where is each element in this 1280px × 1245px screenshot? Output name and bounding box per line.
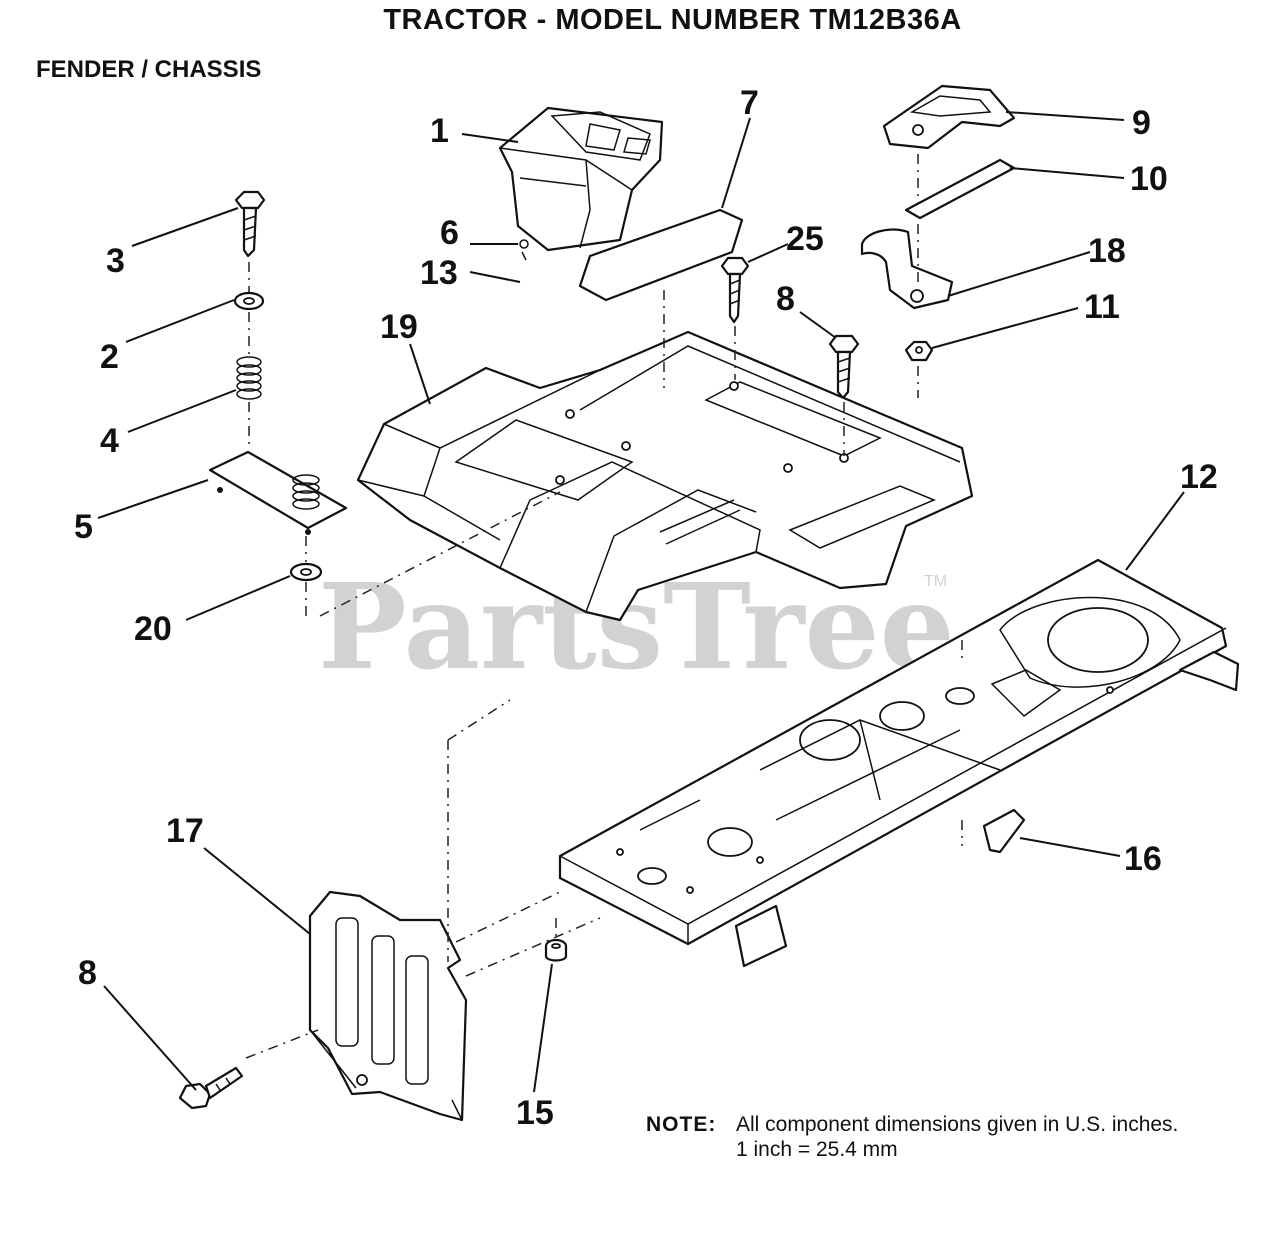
part-bracket [860,228,954,310]
callout-7: 7 [740,84,759,122]
part-plate [904,158,1016,220]
callout-4: 4 [100,422,119,460]
callout-1: 1 [430,112,449,150]
callout-16: 16 [1124,840,1162,878]
callout-15: 15 [516,1094,554,1132]
callout-17: 17 [166,812,204,850]
page-title: TRACTOR - MODEL NUMBER TM12B36A [383,4,962,36]
part-nut [904,340,934,362]
part-bracket [982,808,1026,854]
callout-10: 10 [1130,160,1168,198]
note-line-2: 1 inch = 25.4 mm [736,1138,898,1161]
part-front-plate [308,890,468,1122]
part-washer [289,562,323,582]
part-spring [236,356,262,400]
part-bolt [178,1066,244,1110]
callouts: 1 7 9 10 3 6 25 13 18 8 11 19 2 4 12 5 2… [74,84,1218,1132]
callout-9: 9 [1132,104,1151,142]
note-line-1: All component dimensions given in U.S. i… [736,1113,1179,1136]
alignment-lines [245,154,963,1059]
callout-8-lower: 8 [78,954,97,992]
part-cover [882,84,1016,150]
part-bushing [544,938,568,962]
part-seat-plate [208,450,348,535]
part-battery-box [498,106,664,252]
callout-5: 5 [74,508,93,546]
part-fender [356,330,974,622]
callout-11: 11 [1084,288,1120,326]
callout-20: 20 [134,610,172,648]
part-bolt [720,256,750,324]
part-clip [519,239,529,261]
callout-6: 6 [440,214,459,252]
callout-12: 12 [1180,458,1218,496]
callout-19: 19 [380,308,418,346]
part-bolt [234,190,266,258]
dimension-note: NOTE: All component dimensions given in U… [646,1112,1178,1162]
callout-8: 8 [776,280,795,318]
callout-18: 18 [1088,232,1126,270]
callout-3: 3 [106,242,125,280]
part-washer [233,291,265,311]
watermark-tm: TM [924,573,947,590]
section-title: FENDER / CHASSIS [36,56,262,83]
callout-25: 25 [786,220,824,258]
note-label: NOTE: [646,1113,717,1136]
part-bolt [828,334,860,400]
callout-13: 13 [420,254,458,292]
part-decal [578,208,744,302]
leader-lines [97,111,1185,1093]
callout-2: 2 [100,338,119,376]
part-frame [558,558,1240,968]
